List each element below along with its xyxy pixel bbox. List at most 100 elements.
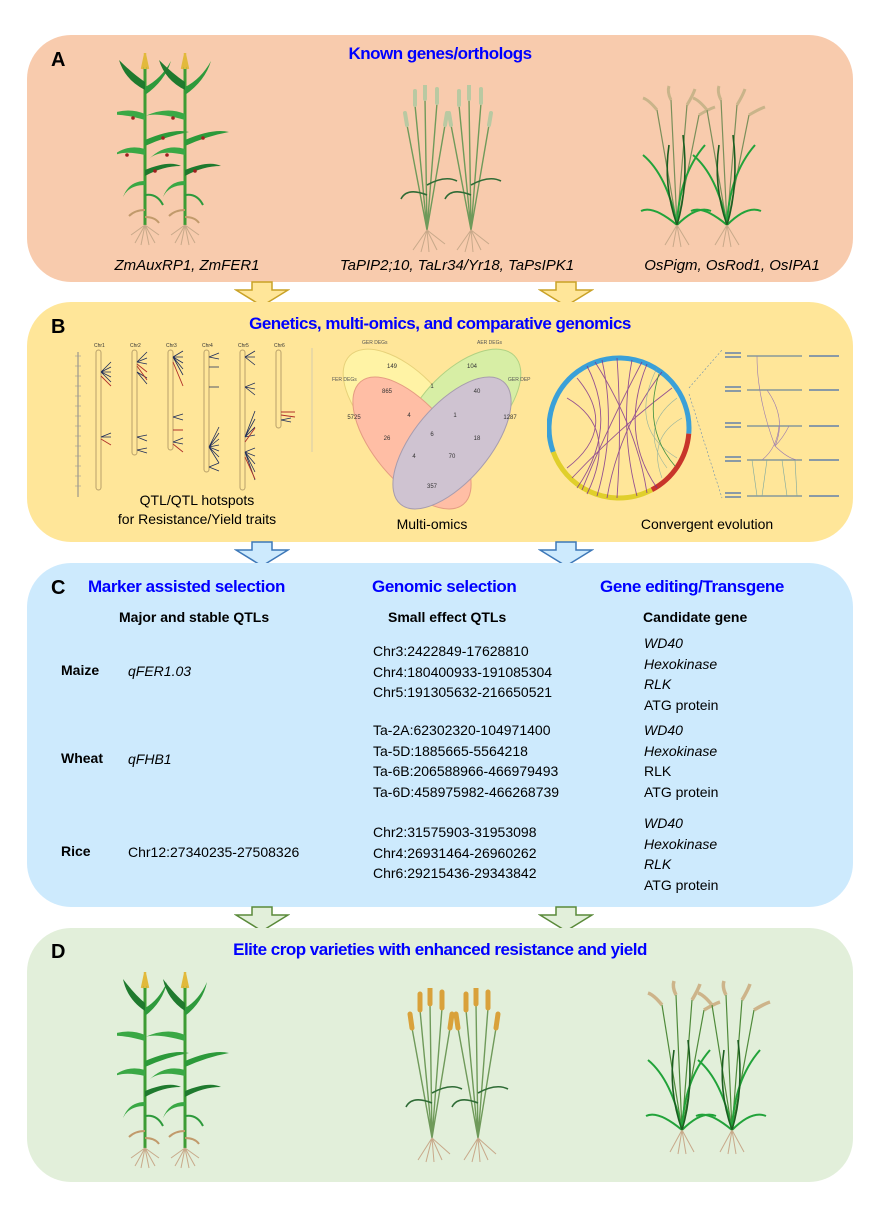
crop-label-rice: Rice bbox=[61, 843, 91, 859]
major-qtl: qFHB1 bbox=[128, 751, 172, 767]
venn-value: 18 bbox=[474, 436, 481, 442]
panel-title: Genetics, multi-omics, and comparative g… bbox=[249, 314, 631, 333]
small-qtl-list: Chr2:31575903-31953098 Chr4:26931464-269… bbox=[373, 822, 536, 884]
venn-value: 104 bbox=[467, 364, 478, 370]
maize-plants-healthy-icon bbox=[117, 970, 231, 1170]
venn-set-ger-dep bbox=[392, 376, 512, 510]
venn-value: 40 bbox=[474, 389, 481, 395]
venn-value: 4 bbox=[412, 454, 416, 460]
small-qtl: Chr4:180400933-191085304 bbox=[373, 663, 553, 680]
candidate-gene: RLK bbox=[644, 676, 672, 692]
small-qtl-list: Chr3:2422849-17628810 Chr4:180400933-191… bbox=[373, 641, 552, 703]
panel-letter: B bbox=[51, 316, 66, 338]
venn-value: 1 bbox=[453, 413, 457, 419]
venn-value: 4 bbox=[407, 413, 411, 419]
column-subheading: Major and stable QTLs bbox=[119, 609, 270, 625]
candidate-gene: WD40 bbox=[644, 722, 683, 738]
qtl-chromosome-map: Chr1 Chr2 Chr3 Chr4 Chr5 Chr6 bbox=[75, 343, 313, 497]
rice-plants-healthy-icon bbox=[645, 980, 772, 1156]
venn-value: 1287 bbox=[503, 415, 517, 421]
panel-title: Known genes/orthologs bbox=[348, 44, 532, 63]
wheat-plants-diseased-icon bbox=[400, 85, 503, 254]
venn-value: 865 bbox=[382, 389, 393, 395]
venn-value: 149 bbox=[387, 364, 398, 370]
candidate-gene: Hexokinase bbox=[644, 835, 718, 852]
maize-genes-caption: ZmAuxRP1, ZmFER1 bbox=[114, 257, 260, 274]
small-qtl: Ta-5D:1885665-5564218 bbox=[373, 742, 528, 759]
crop-label-wheat: Wheat bbox=[61, 750, 103, 766]
small-qtl: Chr3:2422849-17628810 bbox=[373, 643, 529, 659]
small-qtl: Chr6:29215436-29343842 bbox=[373, 865, 537, 881]
panel-letter: D bbox=[51, 941, 66, 963]
column-subheading: Small effect QTLs bbox=[388, 609, 507, 625]
column-heading-gs: Genomic selection bbox=[372, 577, 517, 596]
candidate-gene: ATG protein bbox=[644, 696, 719, 713]
chromosome-label: Chr4 bbox=[202, 343, 213, 349]
candidate-gene: WD40 bbox=[644, 815, 683, 831]
small-qtl: Ta-2A:62302320-104971400 bbox=[373, 722, 551, 738]
panel-title: Elite crop varieties with enhanced resis… bbox=[233, 940, 647, 959]
candidate-gene: ATG protein bbox=[644, 783, 719, 800]
major-qtl: qFER1.03 bbox=[128, 663, 192, 679]
candidate-gene: WD40 bbox=[644, 635, 683, 651]
rice-plants-diseased-icon bbox=[640, 85, 767, 249]
small-qtl: Chr2:31575903-31953098 bbox=[373, 824, 537, 840]
panel-letter: A bbox=[51, 49, 66, 71]
down-arrow-icon bbox=[234, 541, 290, 567]
caption-line: QTL/QTL hotspots bbox=[139, 492, 255, 508]
down-arrow-icon bbox=[234, 281, 290, 307]
venn-set-label: GER DEGs bbox=[362, 340, 388, 346]
wheat-genes-caption: TaPIP2;10, TaLr34/Yr18, TaPsIPK1 bbox=[339, 257, 575, 274]
down-arrow-icon bbox=[234, 906, 290, 932]
synteny-circos-plot bbox=[547, 349, 839, 501]
candidate-gene: Hexokinase bbox=[644, 742, 718, 759]
rice-genes-caption: OsPigm, OsRod1, OsIPA1 bbox=[644, 257, 820, 274]
venn-set-label: GER DEP bbox=[508, 377, 531, 383]
venn-value: 1 bbox=[430, 384, 434, 390]
panel-b-genetics-omics: B Genetics, multi-omics, and comparative… bbox=[27, 302, 853, 542]
synteny-caption: Convergent evolution bbox=[640, 516, 774, 532]
chromosome-label: Chr5 bbox=[238, 343, 249, 349]
candidate-gene: RLK bbox=[644, 856, 672, 872]
candidate-gene-list: WD40 Hexokinase RLK ATG protein bbox=[644, 813, 718, 895]
candidate-gene-list: WD40 Hexokinase RLK ATG protein bbox=[644, 633, 718, 715]
panel-c-breeding-strategies: C Marker assisted selection Genomic sele… bbox=[27, 563, 853, 907]
candidate-gene-list: WD40 Hexokinase RLK ATG protein bbox=[644, 720, 718, 802]
venn-caption: Multi-omics bbox=[396, 516, 468, 532]
small-qtl-list: Ta-2A:62302320-104971400 Ta-5D:1885665-5… bbox=[373, 720, 559, 802]
qtl-map-caption: QTL/QTL hotspots for Resistance/Yield tr… bbox=[87, 491, 307, 529]
caption-line: for Resistance/Yield traits bbox=[117, 511, 277, 527]
small-qtl: Chr5:191305632-216650521 bbox=[373, 684, 553, 700]
small-qtl: Ta-6D:458975982-466268739 bbox=[373, 783, 560, 800]
column-heading-gene-editing: Gene editing/Transgene bbox=[600, 577, 784, 596]
venn-value: 26 bbox=[384, 436, 391, 442]
venn-set-label: FER DEGs bbox=[332, 377, 357, 383]
wheat-plants-healthy-icon bbox=[405, 988, 532, 1173]
panel-letter: C bbox=[51, 577, 66, 599]
small-qtl: Ta-6B:206588966-466979493 bbox=[373, 763, 559, 779]
small-qtl: Chr4:26931464-26960262 bbox=[373, 844, 537, 861]
candidate-gene: RLK bbox=[644, 763, 672, 779]
chromosome-label: Chr3 bbox=[166, 343, 177, 349]
down-arrow-icon bbox=[538, 906, 594, 932]
column-heading-mas: Marker assisted selection bbox=[88, 577, 285, 596]
major-qtl: Chr12:27340235-27508326 bbox=[128, 844, 300, 860]
candidate-gene: ATG protein bbox=[644, 876, 719, 893]
chromosome-label: Chr6 bbox=[274, 343, 285, 349]
candidate-gene: Hexokinase bbox=[644, 655, 718, 672]
venn-set-label: AER DEGs bbox=[477, 340, 503, 346]
panel-a-known-genes: A Known genes/orthologs ZmAuxRP1, ZmFER1 bbox=[27, 35, 853, 282]
down-arrow-icon bbox=[538, 541, 594, 567]
column-subheading: Candidate gene bbox=[643, 609, 748, 625]
chromosome-label: Chr1 bbox=[94, 343, 105, 349]
chromosome-label: Chr2 bbox=[130, 343, 141, 349]
down-arrow-icon bbox=[538, 281, 594, 307]
venn-value: 357 bbox=[427, 484, 438, 490]
venn-value: 5725 bbox=[347, 415, 361, 421]
crop-label-maize: Maize bbox=[61, 662, 100, 678]
venn-value: 70 bbox=[449, 454, 456, 460]
panel-d-elite-varieties: D Elite crop varieties with enhanced res… bbox=[27, 928, 853, 1182]
maize-plants-diseased-icon bbox=[117, 51, 231, 247]
venn-value: 6 bbox=[430, 432, 434, 438]
venn-diagram: GER DEGs AER DEGs FER DEGs GER DEP 149 1… bbox=[332, 340, 531, 510]
